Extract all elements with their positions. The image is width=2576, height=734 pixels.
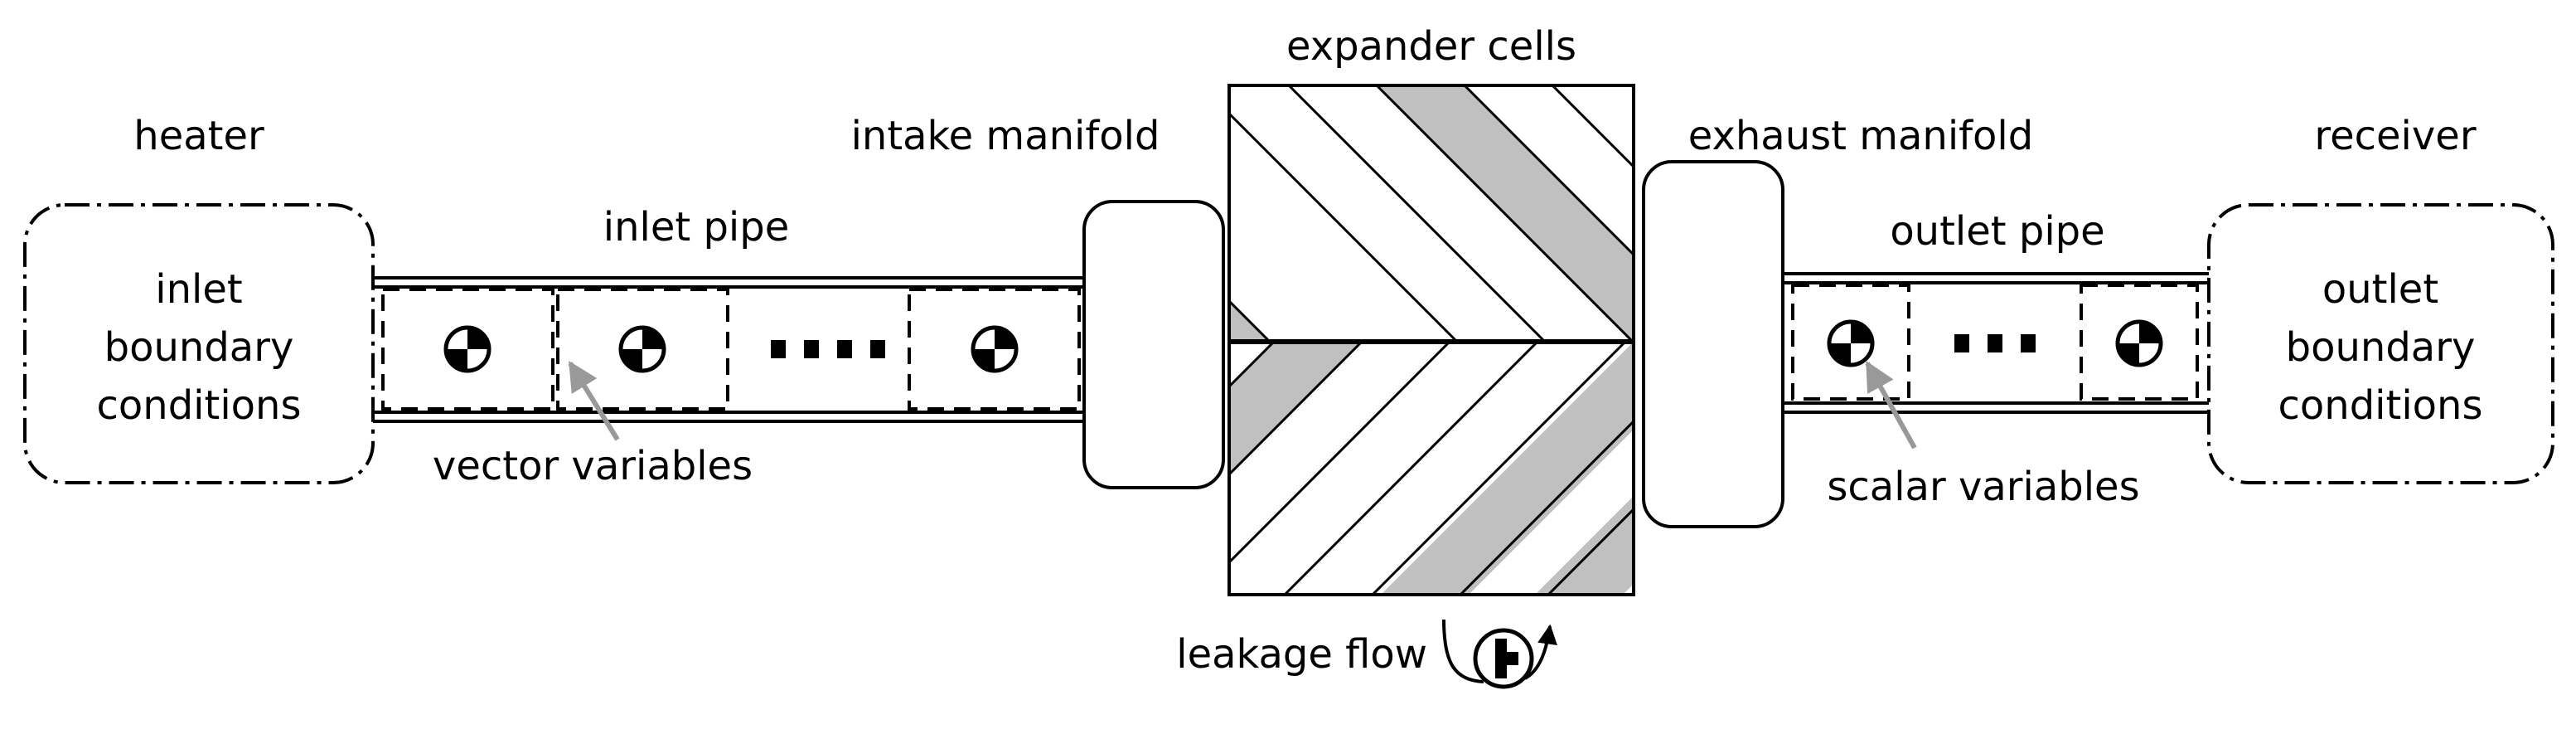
outlet-boundary-line-1: outlet <box>2322 266 2438 313</box>
intake-manifold <box>1082 200 1225 489</box>
scalar-variables-label: scalar variables <box>1827 464 2139 510</box>
leakage-flow-label: leakage flow <box>1176 631 1427 678</box>
leakage-flow-arrow-out <box>1523 624 1557 680</box>
inlet-cell-box <box>908 288 1081 411</box>
exhaust-manifold <box>1642 160 1784 528</box>
outlet-boundary-line-2: boundary <box>2286 324 2476 371</box>
heater-label: heater <box>133 113 264 159</box>
inlet-cell-box <box>556 288 729 411</box>
inlet-boundary-box <box>23 203 375 484</box>
leakage-flow-arrow <box>1442 619 1484 683</box>
vector-variables-pointer <box>568 360 620 441</box>
inlet-boundary-line-3: conditions <box>97 382 302 429</box>
outlet-boundary-box <box>2207 203 2554 484</box>
outlet-cell-box <box>1791 284 1910 401</box>
inlet-cell-marker-3-icon <box>971 325 1019 373</box>
outlet-cell-box <box>2080 284 2199 401</box>
inlet-cell-marker-1-icon <box>443 325 491 373</box>
leakage-flow-valve-icon <box>1473 628 1534 689</box>
inlet-boundary-line-1: inlet <box>155 266 242 313</box>
inlet-pipe-label: inlet pipe <box>603 204 790 250</box>
outlet-cell-marker-2-icon <box>2115 319 2163 367</box>
expander-upper-cells <box>1229 85 1634 342</box>
exhaust-manifold-label: exhaust manifold <box>1688 113 2033 159</box>
scalar-variables-pointer <box>1865 360 1917 450</box>
expander-outline <box>1227 84 1635 596</box>
receiver-label: receiver <box>2314 113 2476 159</box>
inlet-cell-marker-2-icon <box>618 325 666 373</box>
intake-manifold-label: intake manifold <box>851 113 1160 159</box>
inlet-ellipsis-icon <box>771 340 885 358</box>
outlet-pipe-label: outlet pipe <box>1890 208 2104 255</box>
vector-variables-label: vector variables <box>433 443 753 489</box>
inlet-boundary-line-2: boundary <box>104 324 294 371</box>
expander-cells-label: expander cells <box>1286 23 1576 70</box>
expander-lower-cells <box>1229 342 1634 595</box>
outlet-cell-marker-1-icon <box>1827 319 1875 367</box>
inlet-cell-box <box>381 288 554 411</box>
outlet-ellipsis-icon <box>1954 334 2036 352</box>
outlet-boundary-line-3: conditions <box>2278 382 2483 429</box>
